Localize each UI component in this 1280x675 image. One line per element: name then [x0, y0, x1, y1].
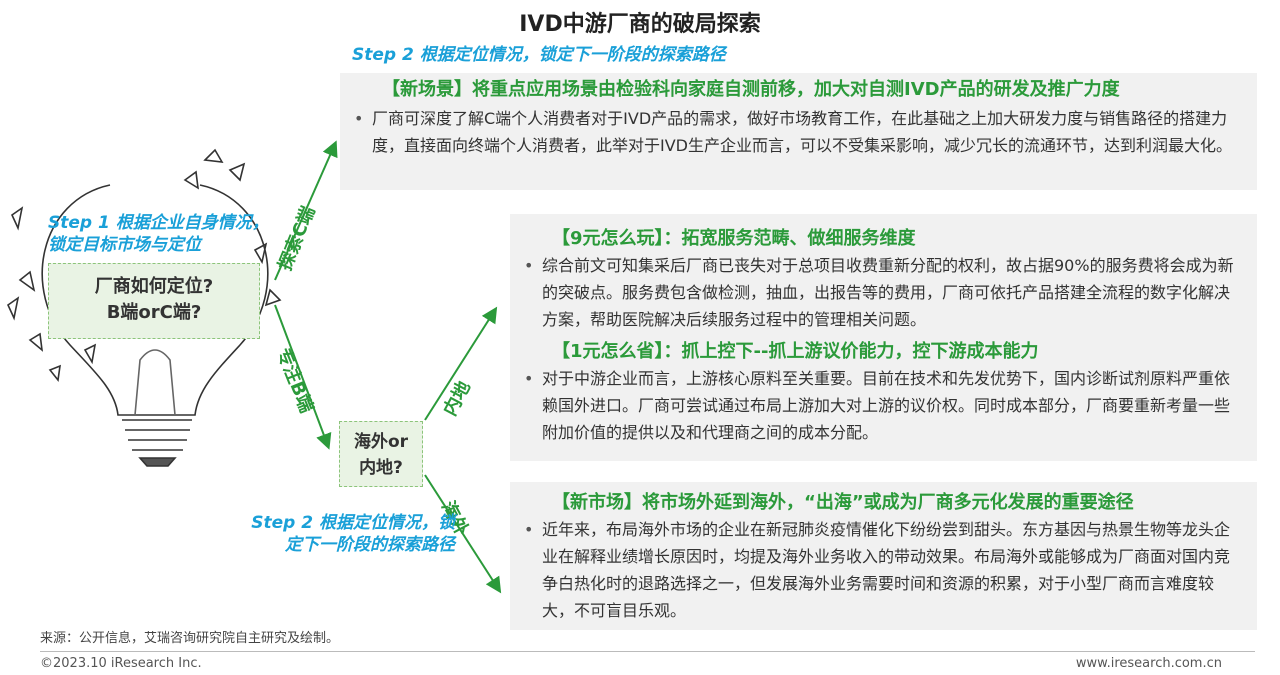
positioning-question-line2: B端orC端? — [106, 302, 202, 323]
new-market-bullet: 近年来，布局海外市场的企业在新冠肺炎疫情催化下纷纷尝到甜头。东方基因与热景生物等… — [520, 516, 1243, 624]
website-link[interactable]: www.iresearch.com.cn — [1075, 656, 1222, 671]
step2-top-label: Step 2 根据定位情况，锁定下一阶段的探索路径 — [352, 45, 726, 65]
copyright: ©2023.10 iResearch Inc. — [40, 656, 202, 671]
footer-divider — [40, 651, 1255, 652]
page-title: IVD中游厂商的破局探索 — [519, 12, 761, 37]
positioning-question-line1: 厂商如何定位? — [94, 276, 214, 297]
source-note: 来源：公开信息，艾瑞咨询研究院自主研究及绘制。 — [40, 631, 340, 646]
panel-new-scene: 【新场景】将重点应用场景由检验科向家庭自测前移，加大对自测IVD产品的研发及推广… — [340, 73, 1257, 190]
domestic-bullet-1: 综合前文可知集采后厂商已丧失对于总项目收费重新分配的权利，故占据90%的服务费将… — [520, 252, 1243, 333]
domestic-heading-2: 【1元怎么省】：抓上控下--抓上游议价能力，控下游成本能力 — [552, 341, 1039, 362]
new-scene-heading: 【新场景】将重点应用场景由检验科向家庭自测前移，加大对自测IVD产品的研发及推广… — [382, 79, 1120, 100]
region-question-box: 海外or 内地? — [339, 421, 423, 487]
region-question-line2: 内地? — [359, 458, 403, 478]
panel-new-market: 【新市场】将市场外延到海外，“出海”或成为厂商多元化发展的重要途径 近年来，布局… — [510, 482, 1257, 630]
domestic-heading-1: 【9元怎么玩】：拓宽服务范畴、做细服务维度 — [552, 228, 916, 249]
positioning-question-box: 厂商如何定位? B端orC端? — [48, 263, 260, 339]
step1-label: Step 1 根据企业自身情况，锁定目标市场与定位 — [48, 213, 269, 255]
branch-connectors — [274, 140, 502, 594]
panel-domestic: 【9元怎么玩】：拓宽服务范畴、做细服务维度 综合前文可知集采后厂商已丧失对于总项… — [510, 214, 1257, 461]
step2-bottom-label: Step 2 根据定位情况，锁定下一阶段的探索路径 — [251, 513, 455, 555]
new-scene-bullet: 厂商可深度了解C端个人消费者对于IVD产品的需求，做好市场教育工作，在此基础之上… — [350, 105, 1243, 159]
region-question-line1: 海外or — [353, 432, 409, 452]
new-market-heading: 【新市场】将市场外延到海外，“出海”或成为厂商多元化发展的重要途径 — [552, 492, 1134, 513]
lightbulb-icon — [6, 148, 282, 467]
domestic-bullet-2: 对于中游企业而言，上游核心原料至关重要。目前在技术和先发优势下，国内诊断试剂原料… — [520, 365, 1243, 446]
